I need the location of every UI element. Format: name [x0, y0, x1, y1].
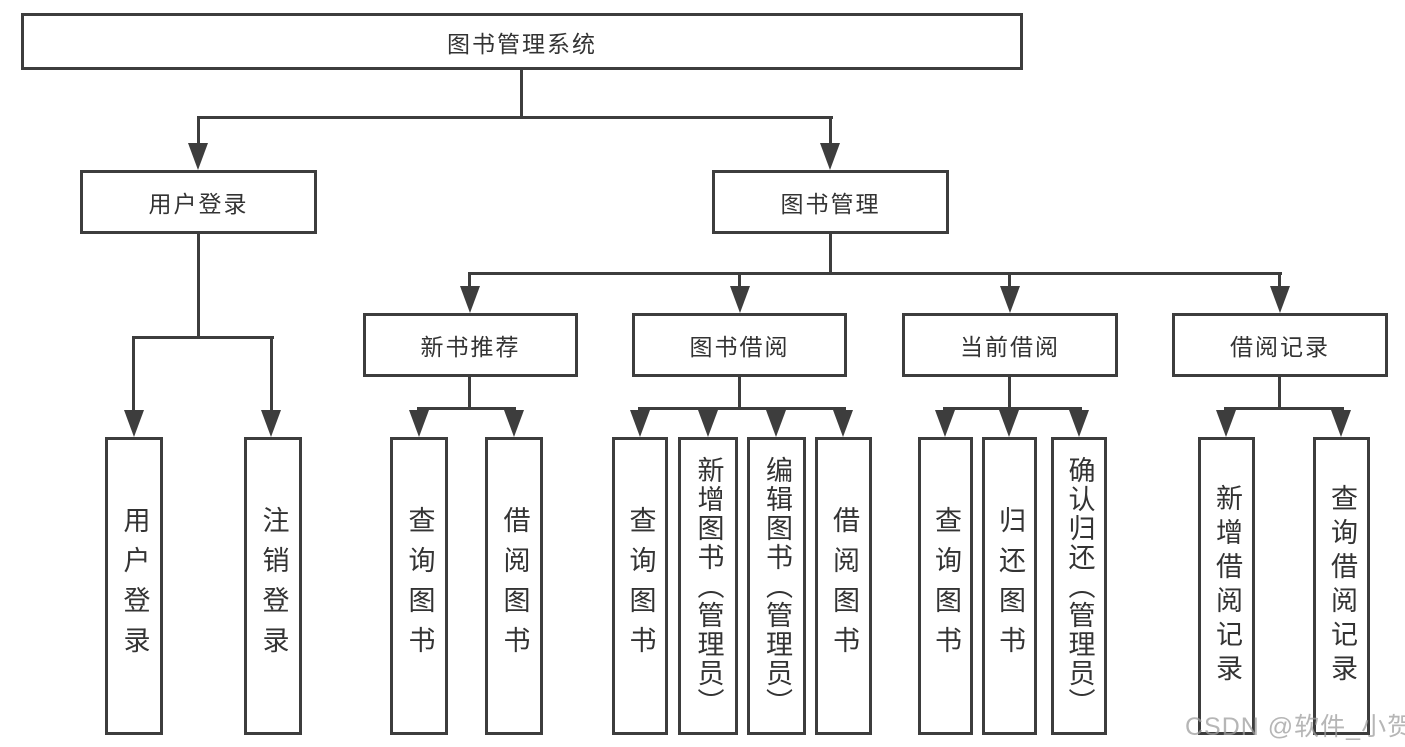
node-borrow-records: 借阅记录: [1172, 313, 1388, 377]
arrowhead-icon: [460, 286, 480, 313]
arrowhead-icon: [124, 410, 144, 437]
arrowhead-icon: [504, 410, 524, 437]
connector-line: [270, 336, 273, 412]
leaf-add-borrow-record: 新增借阅记录: [1198, 437, 1255, 735]
leaf-return-books-label: 归还图书: [995, 506, 1025, 666]
leaf-query-books-borrow: 查询图书: [612, 437, 668, 735]
connector-line: [1278, 377, 1281, 410]
leaf-edit-books-admin-label: 编辑图书（管理员）: [762, 455, 792, 717]
leaf-borrow-books: 借阅图书: [815, 437, 872, 735]
arrowhead-icon: [698, 410, 718, 437]
node-user-login-label: 用户登录: [148, 191, 249, 217]
arrowhead-icon: [1216, 410, 1236, 437]
arrowhead-icon: [820, 143, 840, 170]
leaf-confirm-return-admin: 确认归还（管理员）: [1051, 437, 1107, 735]
connector-line: [638, 407, 846, 410]
connector-line: [132, 336, 274, 339]
arrowhead-icon: [999, 410, 1019, 437]
connector-line: [520, 69, 523, 119]
leaf-user-login-label: 用户登录: [119, 506, 150, 666]
leaf-query-borrow-record: 查询借阅记录: [1313, 437, 1370, 735]
arrowhead-icon: [833, 410, 853, 437]
connector-line: [829, 233, 832, 275]
leaf-query-books-recommend-label: 查询图书: [404, 506, 435, 666]
connector-line: [417, 407, 516, 410]
node-book-management: 图书管理: [712, 170, 949, 234]
leaf-user-login: 用户登录: [105, 437, 163, 735]
connector-line: [468, 377, 471, 410]
connector-line: [468, 272, 471, 288]
node-root-label: 图书管理系统: [447, 30, 597, 57]
leaf-return-books: 归还图书: [982, 437, 1037, 735]
connector-line: [197, 116, 833, 119]
leaf-borrow-books-recommend-label: 借阅图书: [499, 506, 530, 666]
arrowhead-icon: [1331, 410, 1351, 437]
arrowhead-icon: [766, 410, 786, 437]
arrowhead-icon: [1000, 286, 1020, 313]
node-user-login: 用户登录: [80, 170, 317, 234]
connector-line: [738, 377, 741, 410]
connector-line: [1224, 407, 1344, 410]
leaf-add-borrow-record-label: 新增借阅记录: [1212, 484, 1242, 688]
node-root: 图书管理系统: [21, 13, 1023, 70]
node-current-borrow-label: 当前借阅: [960, 334, 1060, 360]
arrowhead-icon: [1270, 286, 1290, 313]
leaf-edit-books-admin: 编辑图书（管理员）: [747, 437, 806, 735]
leaf-borrow-books-recommend: 借阅图书: [485, 437, 543, 735]
leaf-query-books-recommend: 查询图书: [390, 437, 448, 735]
node-book-management-label: 图书管理: [780, 191, 881, 217]
leaf-logout-label: 注销登录: [258, 506, 289, 666]
connector-line: [197, 116, 200, 146]
connector-line: [1008, 377, 1011, 410]
connector-line: [943, 407, 1082, 410]
arrowhead-icon: [409, 410, 429, 437]
connector-line: [738, 272, 741, 288]
node-new-book-recommend: 新书推荐: [363, 313, 578, 377]
arrowhead-icon: [730, 286, 750, 313]
node-book-borrow: 图书借阅: [632, 313, 847, 377]
connector-line: [468, 272, 1282, 275]
leaf-add-books-admin: 新增图书（管理员）: [678, 437, 738, 735]
leaf-confirm-return-admin-label: 确认归还（管理员）: [1064, 455, 1095, 717]
leaf-borrow-books-label: 借阅图书: [829, 506, 859, 666]
connector-line: [132, 336, 135, 412]
node-new-book-recommend-label: 新书推荐: [420, 334, 521, 360]
leaf-logout: 注销登录: [244, 437, 302, 735]
connector-line: [1278, 272, 1281, 288]
connector-line: [829, 116, 832, 146]
arrowhead-icon: [1069, 410, 1089, 437]
leaf-query-books-current-label: 查询图书: [931, 506, 961, 666]
leaf-add-books-admin-label: 新增图书（管理员）: [693, 455, 724, 717]
arrowhead-icon: [188, 143, 208, 170]
csdn-watermark: CSDN @软件_小贺同学: [1185, 713, 1405, 741]
arrowhead-icon: [630, 410, 650, 437]
connector-line: [197, 233, 200, 339]
arrowhead-icon: [261, 410, 281, 437]
node-current-borrow: 当前借阅: [902, 313, 1118, 377]
leaf-query-books-borrow-label: 查询图书: [625, 506, 656, 666]
arrowhead-icon: [935, 410, 955, 437]
leaf-query-books-current: 查询图书: [918, 437, 973, 735]
leaf-query-borrow-record-label: 查询借阅记录: [1327, 484, 1357, 688]
node-book-borrow-label: 图书借阅: [689, 334, 790, 360]
connector-line: [1008, 272, 1011, 288]
node-borrow-records-label: 借阅记录: [1230, 334, 1330, 360]
